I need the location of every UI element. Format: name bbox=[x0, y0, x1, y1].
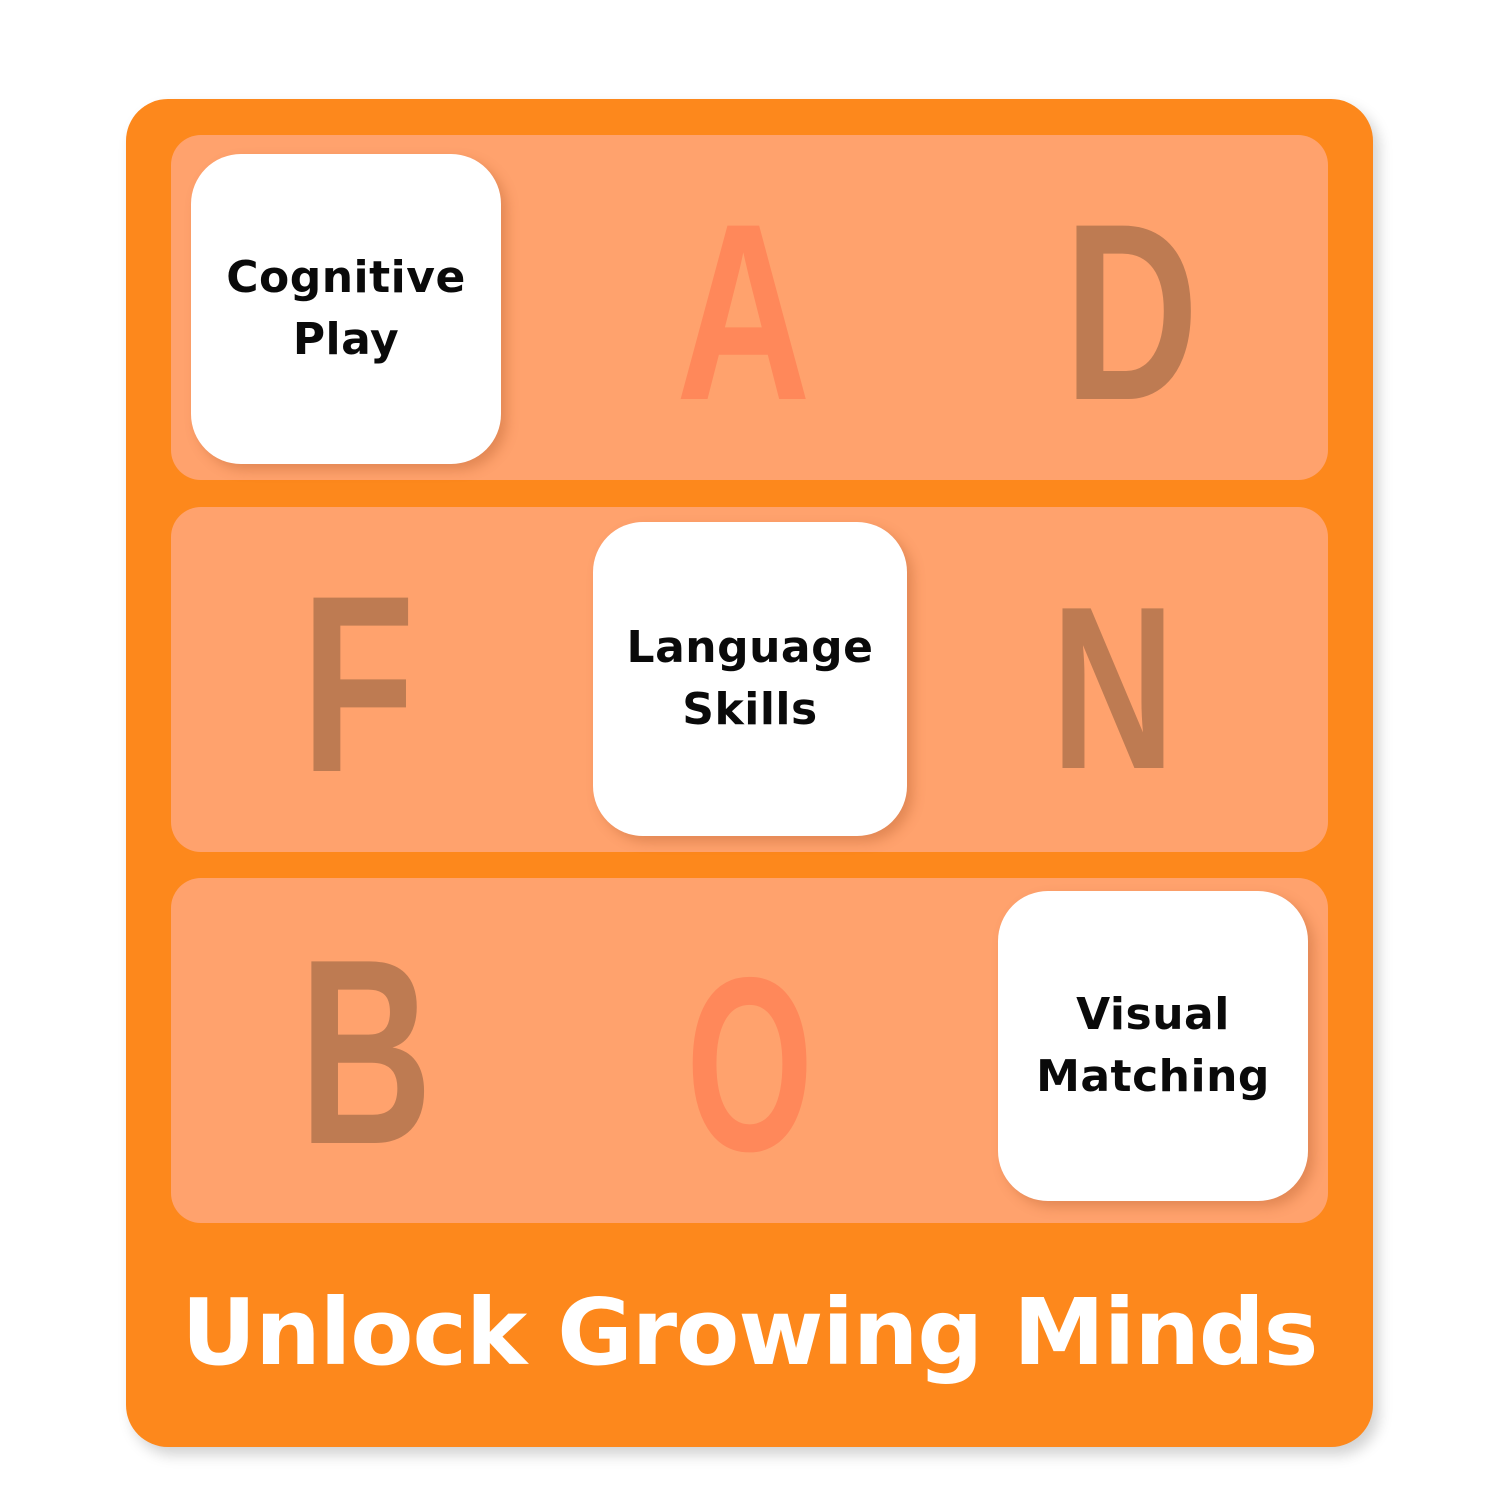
feature-card: Cognitive Play A D F Language Skills N B… bbox=[126, 99, 1373, 1447]
letter-o: O bbox=[686, 925, 814, 1203]
tile-language-skills: Language Skills bbox=[593, 522, 907, 836]
letter-a: A bbox=[676, 172, 811, 453]
letter-d: D bbox=[1064, 172, 1199, 453]
tile-label: Cognitive Play bbox=[226, 252, 466, 365]
letter-b: B bbox=[299, 904, 433, 1199]
row-2: F Language Skills N bbox=[171, 507, 1328, 852]
letter-f: F bbox=[301, 544, 415, 825]
tile-label: Visual Matching bbox=[1036, 989, 1270, 1102]
tagline: Unlock Growing Minds bbox=[181, 1279, 1319, 1386]
tile-visual-matching: Visual Matching bbox=[998, 891, 1308, 1201]
tile-label: Language Skills bbox=[626, 622, 874, 735]
row-3: B O Visual Matching bbox=[171, 878, 1328, 1223]
row-1: Cognitive Play A D bbox=[171, 135, 1328, 480]
letter-n: N bbox=[1051, 559, 1175, 818]
tile-cognitive-play: Cognitive Play bbox=[191, 154, 501, 464]
